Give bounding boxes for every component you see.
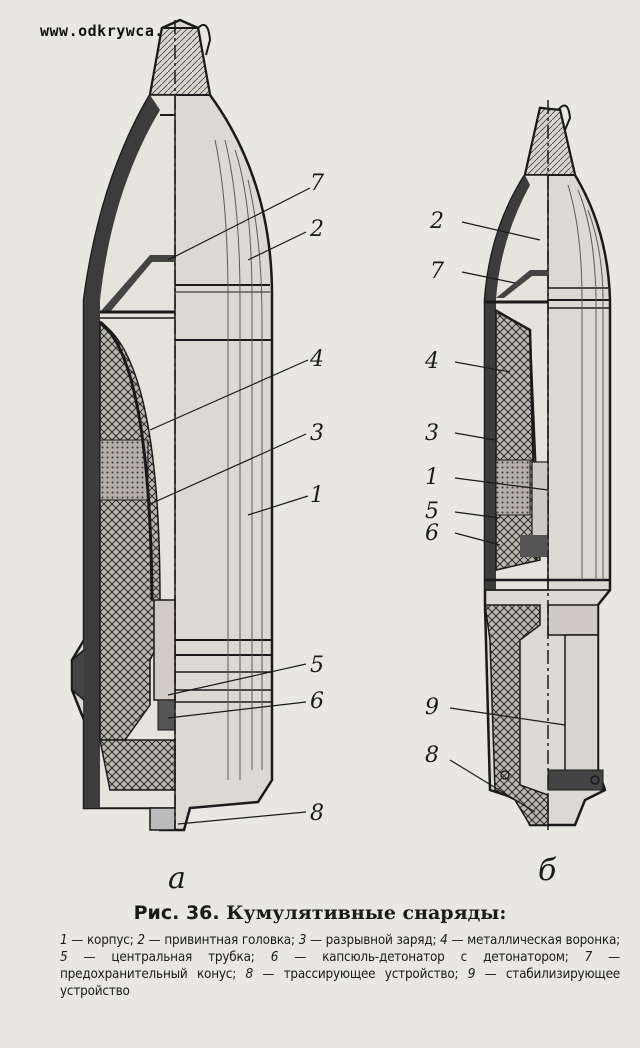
watermark: www.odkrywca.pl (40, 22, 183, 40)
figure-label: Рис. 36. (133, 902, 220, 924)
shell-diagram: 7 2 4 3 1 5 6 8 2 7 4 3 1 5 6 9 8 а б (70, 18, 612, 896)
legend-text: привинтная головка; (164, 933, 295, 948)
shell-a (70, 18, 311, 832)
callout-b-4: 4 (424, 349, 439, 374)
legend-text: центральная трубка; (111, 950, 255, 965)
callout-b-5: 5 (425, 499, 439, 524)
shell-b (449, 100, 612, 830)
legend-text: стабилизирующее устройство (60, 967, 620, 999)
legend-number: 1 (60, 933, 68, 948)
legend-text: разрывной заряд; (325, 933, 437, 948)
callout-a-2: 2 (309, 217, 324, 242)
callout-b-7: 7 (430, 259, 444, 284)
legend-number: 7 (584, 950, 593, 965)
legend-number: 4 (440, 933, 448, 948)
legend-text: корпус; (86, 933, 134, 948)
legend-number: 6 (270, 950, 279, 965)
callout-b-2: 2 (429, 209, 444, 234)
legend-number: 2 (137, 933, 145, 948)
callout-b-3: 3 (425, 421, 439, 446)
callout-a-8: 8 (310, 801, 324, 826)
callout-a-6: 6 (310, 689, 324, 714)
callout-a-4: 4 (309, 347, 324, 372)
subfigure-a-label: а (168, 861, 186, 896)
legend-number: 8 (245, 967, 253, 982)
legend-number: 5 (60, 950, 68, 965)
figure-title: Кумулятивные снаряды: (226, 902, 507, 924)
callout-b-8: 8 (425, 743, 439, 768)
callout-a-5: 5 (310, 653, 324, 678)
legend-number: 3 (298, 933, 307, 948)
figure-legend: 1 — корпус; 2 — привинтная головка; 3 — … (60, 933, 621, 999)
legend-text: капсюль-детонатор с детонатором; (322, 950, 569, 965)
legend-text: предохранительный конус; (60, 967, 237, 982)
callout-b-9: 9 (425, 695, 439, 720)
callout-a-3: 3 (310, 421, 324, 446)
figure-caption: Рис. 36. Кумулятивные снаряды: (0, 902, 640, 924)
legend-text: трассирующее устройство; (283, 967, 459, 982)
legend-number: 9 (467, 967, 476, 982)
legend-text: металлическая воронка; (467, 933, 621, 948)
callout-a-1: 1 (310, 483, 324, 508)
subfigure-b-label: б (538, 853, 557, 888)
callout-b-6: 6 (425, 521, 439, 546)
callout-a-7: 7 (310, 171, 324, 196)
callout-b-1: 1 (425, 465, 439, 490)
